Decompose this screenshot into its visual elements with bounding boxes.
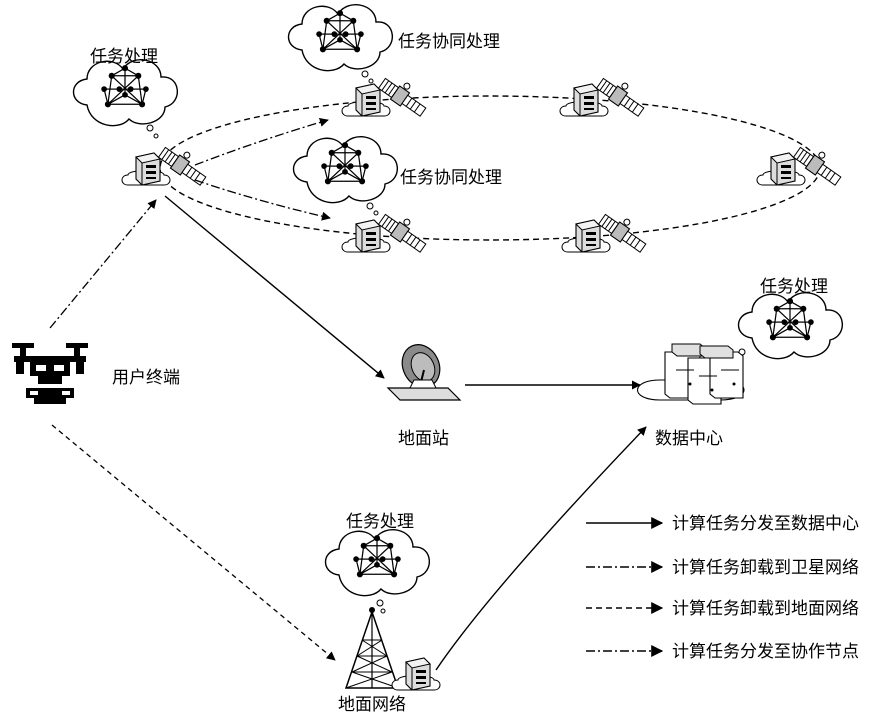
label-ground-network: 地面网络 [338, 695, 406, 715]
label-ground-station: 地面站 [398, 429, 449, 449]
label-task-data-center: 任务处理 [760, 277, 828, 297]
legend-label-1: 计算任务分发至数据中心 [672, 514, 859, 534]
cloud-task-data-center [731, 293, 842, 362]
satellite-node-top-2 [560, 71, 650, 119]
label-data-center: 数据中心 [655, 429, 723, 449]
label-collab-top: 任务协同处理 [398, 32, 500, 52]
cloud-task-ground [326, 530, 430, 614]
ground-station-dish-icon [386, 344, 462, 401]
satellite-node-right [757, 140, 847, 188]
cloud-collab-top [289, 5, 393, 84]
label-collab-mid: 任务协同处理 [400, 168, 502, 188]
ground-network-tower-icon [344, 607, 400, 689]
cloud-task-top-left [74, 60, 178, 139]
satellite-node-bottom-1 [342, 207, 432, 255]
cloud-collab-mid [294, 137, 398, 216]
label-task-top-left: 任务处理 [90, 47, 158, 67]
user-terminal-drone-icon [12, 343, 88, 404]
legend: 计算任务分发至数据中心 计算任务卸载到卫星网络 计算任务卸载到地面网络 计算任务… [586, 514, 859, 662]
legend-label-4: 计算任务分发至协作节点 [672, 642, 859, 662]
legend-label-2: 计算任务卸载到卫星网络 [672, 558, 859, 578]
label-task-ground: 任务处理 [346, 512, 414, 532]
data-center-icon [637, 343, 745, 405]
legend-label-3: 计算任务卸载到地面网络 [672, 599, 859, 619]
satellite-node-top-1 [342, 71, 432, 119]
label-user-terminal: 用户终端 [112, 368, 180, 388]
ground-server-icon [391, 657, 441, 691]
satellite-node-bottom-2 [562, 207, 652, 255]
